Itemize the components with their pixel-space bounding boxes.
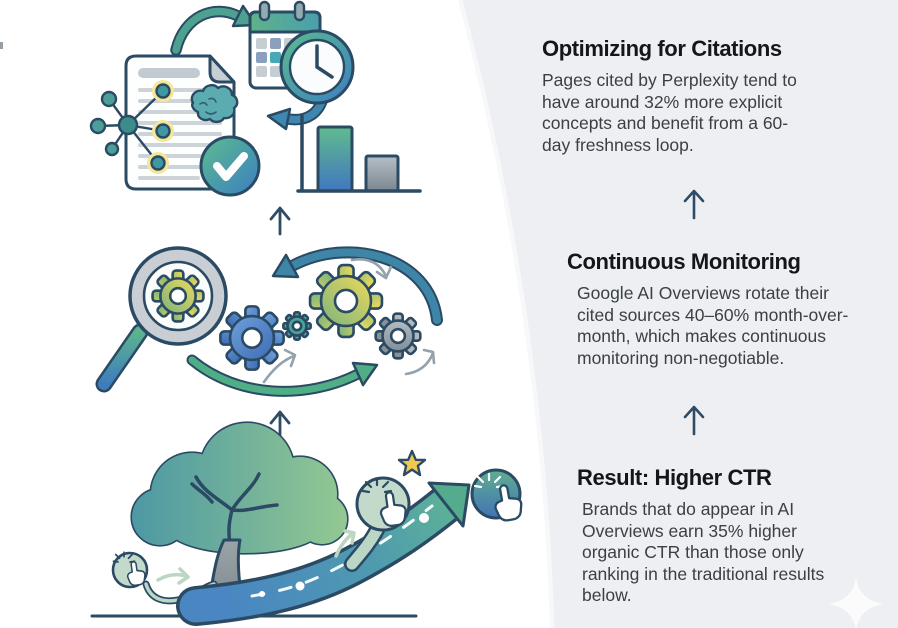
panel-curve	[458, 0, 898, 628]
edge-artifact	[0, 42, 3, 49]
up-arrow-icon	[683, 405, 705, 436]
illustration-column	[89, 0, 525, 626]
knowledge-graph-icon	[89, 90, 164, 164]
section-optimizing-for-citations: Optimizing for Citations Pages cited by …	[542, 36, 797, 156]
brain-icon	[190, 83, 239, 124]
section-body: Pages cited by Perplexity tend to have a…	[542, 70, 797, 155]
up-arrow-icon	[683, 189, 705, 220]
cycle-arrow-icon	[186, 354, 379, 397]
star-icon	[397, 449, 427, 477]
section-title: Result: Higher CTR	[577, 465, 772, 490]
section-title: Optimizing for Citations	[542, 36, 782, 61]
click-cursor-icon	[470, 468, 525, 524]
checkmark-icon	[199, 135, 261, 197]
section-body: Brands that do appear in AI Overviews ea…	[582, 499, 825, 606]
bar-chart-icon	[296, 114, 422, 193]
panel-curve-highlight	[453, 0, 555, 628]
up-arrow-icon	[269, 206, 291, 236]
optimization-gears-illustration	[95, 246, 443, 397]
section-body: Google AI Overviews rotate their cited s…	[577, 283, 849, 368]
hint-arrow-icons	[156, 529, 356, 585]
clock-icon	[279, 29, 355, 105]
section-title: Continuous Monitoring	[567, 249, 801, 274]
content-freshness-illustration	[89, 0, 422, 197]
rotation-arrow-icons	[262, 258, 436, 384]
click-cursor-icon	[111, 551, 149, 589]
stem	[346, 524, 383, 570]
section-result-higher-ctr: Result: Higher CTR Brands that do appear…	[577, 465, 824, 607]
concept-node-icons	[147, 80, 174, 174]
tree-branches	[190, 472, 279, 547]
growth-tree-illustration	[90, 421, 525, 626]
section-continuous-monitoring: Continuous Monitoring Google AI Overview…	[567, 249, 848, 369]
click-cursor-icon	[355, 476, 411, 532]
sparkle-icon	[829, 577, 883, 628]
cycle-arrow-icon	[271, 246, 443, 326]
